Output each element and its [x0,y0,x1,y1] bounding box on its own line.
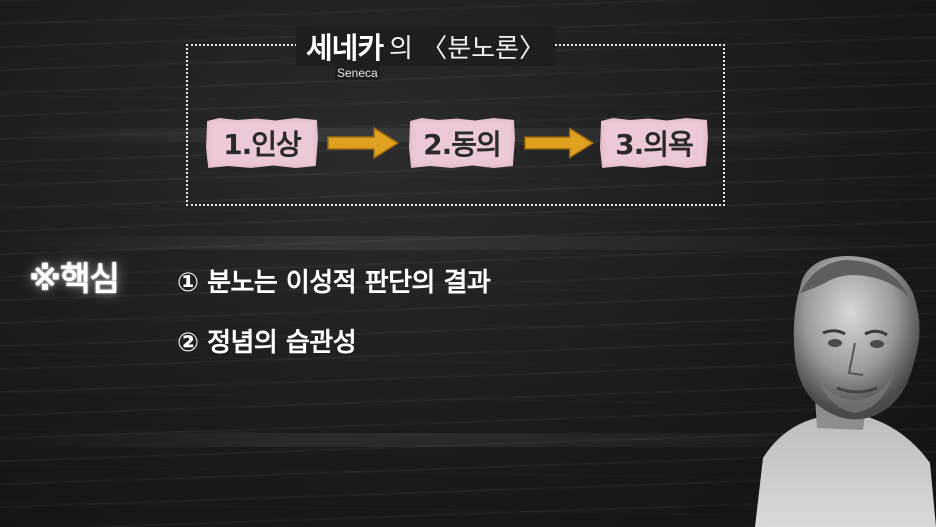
arrow-right-icon [524,127,595,159]
title-main: 세네카 [306,31,384,65]
title-rest: 의 〈분노론〉 [389,33,545,64]
step-label: 1.인상 [223,128,302,161]
step-2: 2.동의 [409,118,515,168]
subtitle: Seneca [335,66,380,80]
chalk-smudge [0,236,936,250]
step-label: 2.동의 [423,128,502,161]
key-point-1: ① 분노는 이성적 판단의 결과 [177,268,491,298]
arrow-right-icon [327,126,400,160]
key-point-2: ② 정념의 습관성 [177,328,357,358]
seneca-bust-image [755,256,936,527]
key-label: ※핵심 [29,259,120,298]
title: 세네카 의 〈분노론〉 [296,26,555,66]
step-label: 3.의욕 [615,128,694,161]
step-3: 3.의욕 [600,118,708,168]
chalk-smudge [0,433,936,447]
step-1: 1.인상 [206,118,318,168]
